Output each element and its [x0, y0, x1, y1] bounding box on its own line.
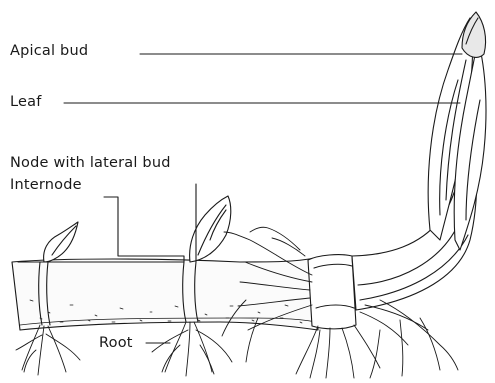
- roots-node-2: [152, 322, 232, 376]
- roots-node-1: [16, 325, 80, 375]
- label-internode: Internode: [10, 178, 82, 193]
- label-leaf: Leaf: [10, 95, 42, 110]
- leader-line-internode: [104, 197, 184, 262]
- lateral-bud-1: [44, 222, 78, 262]
- label-node-with-lateral-bud: Node with lateral bud: [10, 156, 171, 171]
- label-apical-bud: Apical bud: [10, 44, 88, 59]
- label-root: Root: [99, 336, 133, 351]
- apical-bud: [462, 12, 486, 57]
